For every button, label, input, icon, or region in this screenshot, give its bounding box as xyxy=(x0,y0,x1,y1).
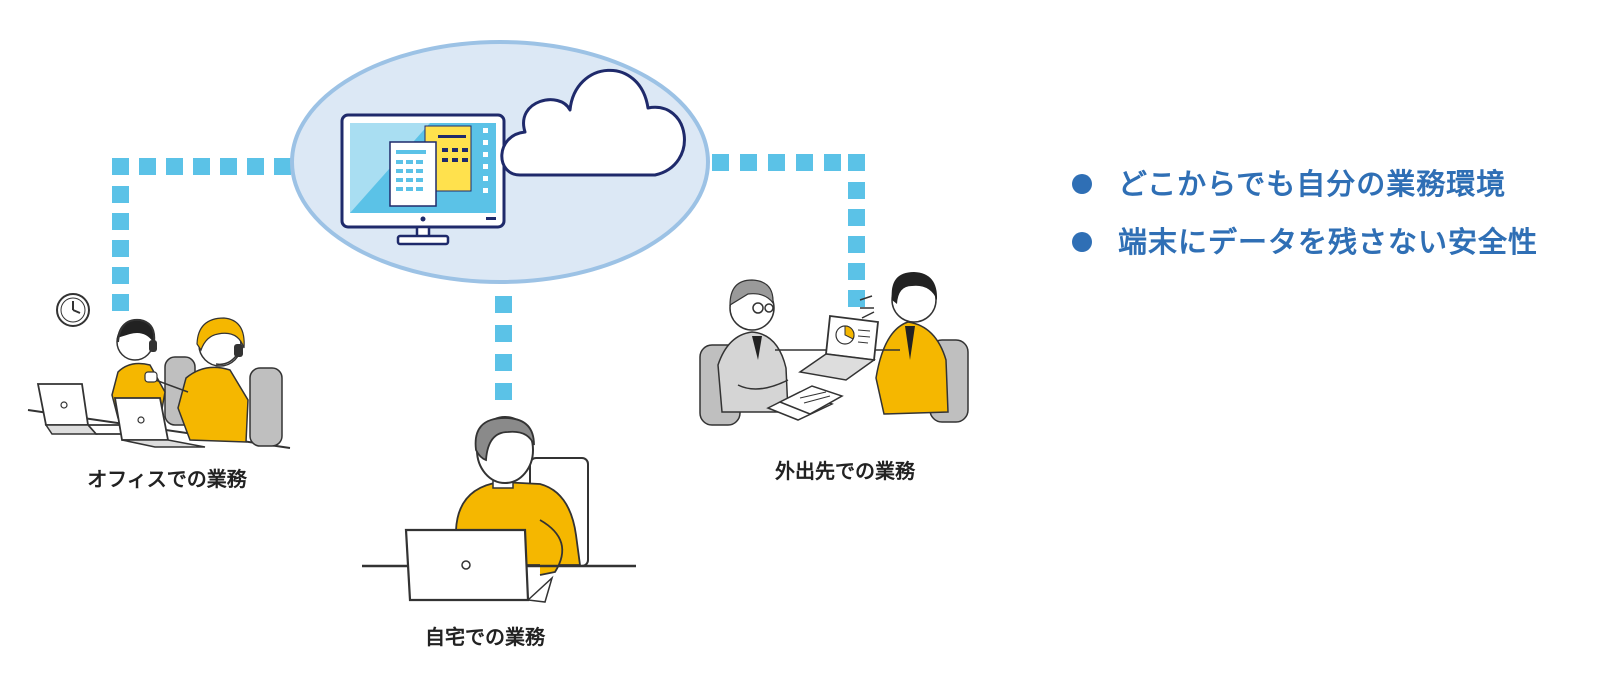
connector-dot xyxy=(193,158,210,175)
home-work-label: 自宅での業務 xyxy=(425,625,545,649)
laptop-icon xyxy=(798,314,879,381)
connector-dot xyxy=(112,158,129,175)
office-worker-woman xyxy=(144,317,249,443)
connector-dot xyxy=(848,154,865,171)
connector-dot xyxy=(768,154,785,171)
laptop-icon xyxy=(36,383,131,435)
connector-dot xyxy=(247,158,264,175)
outside-work-label: 外出先での業務 xyxy=(775,459,915,483)
home-scene xyxy=(362,416,636,603)
connector-lines xyxy=(112,154,865,400)
connector-dot xyxy=(166,158,183,175)
outside-scene xyxy=(699,272,969,426)
connector-dot xyxy=(495,354,512,371)
connector-dot xyxy=(796,154,813,171)
laptop-icon xyxy=(113,397,206,448)
connector-dot xyxy=(112,186,129,203)
headset-icon xyxy=(215,344,243,366)
connector-dot xyxy=(112,240,129,257)
office-work-label: オフィスでの業務 xyxy=(87,467,247,491)
connector-dot xyxy=(848,263,865,280)
feature-text: どこからでも自分の業務環境 xyxy=(1118,167,1507,201)
connector-dot xyxy=(274,158,291,175)
connector-dot xyxy=(112,294,129,311)
bullet-dot-icon xyxy=(1072,232,1092,252)
connector-dot xyxy=(848,236,865,253)
connector-dot xyxy=(112,213,129,230)
monitor-icon xyxy=(340,113,506,246)
feature-text: 端末にデータを残さない安全性 xyxy=(1118,225,1539,259)
pie-chart-icon xyxy=(835,325,855,345)
connector-dot xyxy=(139,158,156,175)
connector-dot xyxy=(848,209,865,226)
office-scene xyxy=(27,293,291,449)
connector-dot xyxy=(495,296,512,313)
connector-dot xyxy=(848,290,865,307)
consultant-man xyxy=(859,272,949,415)
connector-dot xyxy=(848,182,865,199)
cloud-icon xyxy=(500,68,686,177)
connector-dot xyxy=(112,267,129,284)
document-icon xyxy=(766,385,844,421)
headset-icon xyxy=(117,318,157,352)
cloud-environment xyxy=(290,40,710,284)
connector-dot xyxy=(712,154,729,171)
connector-dot xyxy=(824,154,841,171)
connector-dot xyxy=(495,383,512,400)
client-man xyxy=(717,279,789,413)
connector-dot xyxy=(495,325,512,342)
clock-icon xyxy=(56,293,90,327)
bullet-dot-icon xyxy=(1072,174,1092,194)
connector-dot xyxy=(740,154,757,171)
laptop-icon xyxy=(404,528,554,603)
connector-dot xyxy=(220,158,237,175)
